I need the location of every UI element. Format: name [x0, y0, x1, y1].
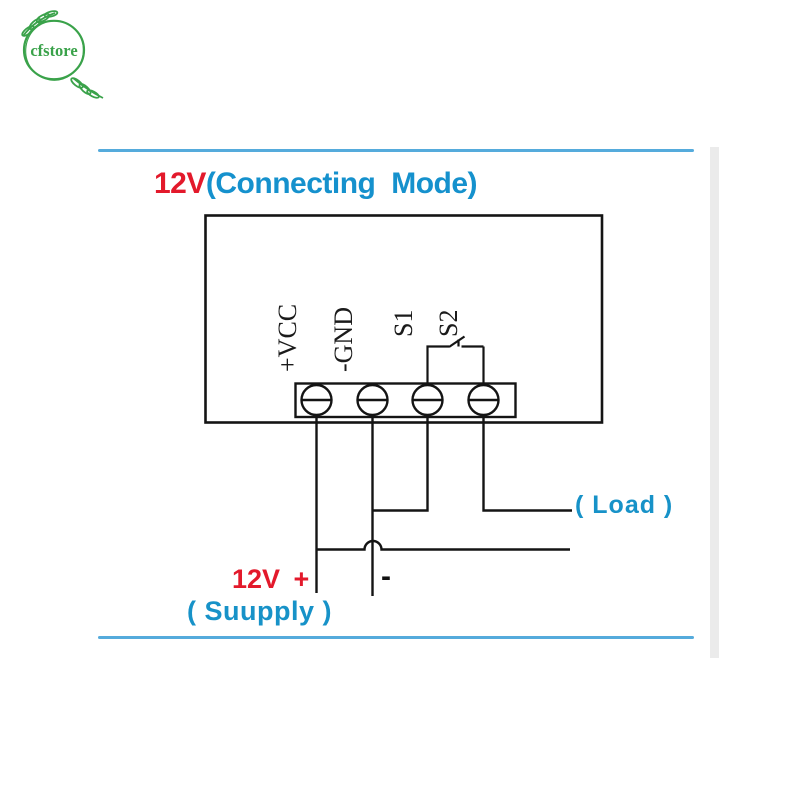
screw-terminal-gnd [356, 383, 389, 417]
screw-terminal-vcc [300, 383, 333, 417]
terminal-label-gnd: -GND [329, 307, 358, 372]
terminal-block [294, 382, 517, 419]
title-mode: (Connecting Mode) [205, 167, 478, 200]
terminal-label-vcc: +VCC [273, 303, 302, 372]
supply-voltage-label: 12V + [232, 564, 310, 594]
cfstore-logo: cfstore [21, 10, 104, 99]
bottom-divider-line [98, 636, 694, 639]
top-divider-line [98, 149, 694, 152]
page-edge-shadow [710, 147, 719, 658]
terminal-label-s2: S2 [434, 309, 463, 337]
supply-minus-label: - [381, 560, 391, 593]
title-voltage: 12V [154, 167, 206, 200]
diagram-title: 12V(Connecting Mode) [154, 167, 478, 201]
logo-circle [22, 19, 86, 81]
screw-terminal-s1 [411, 383, 444, 417]
wire-s2-to-load [482, 415, 572, 512]
screw-terminal-s2 [467, 383, 500, 417]
wire-s1-to-gnd [372, 415, 429, 512]
switch-symbol [426, 335, 485, 384]
supply-label: ( Suupply ) [187, 596, 332, 626]
wire-supply-plus [316, 539, 570, 551]
logo-text: cfstore [30, 41, 77, 60]
load-label: ( Load ) [575, 491, 674, 519]
terminal-label-s1: S1 [389, 309, 418, 337]
device-outline [204, 214, 604, 424]
